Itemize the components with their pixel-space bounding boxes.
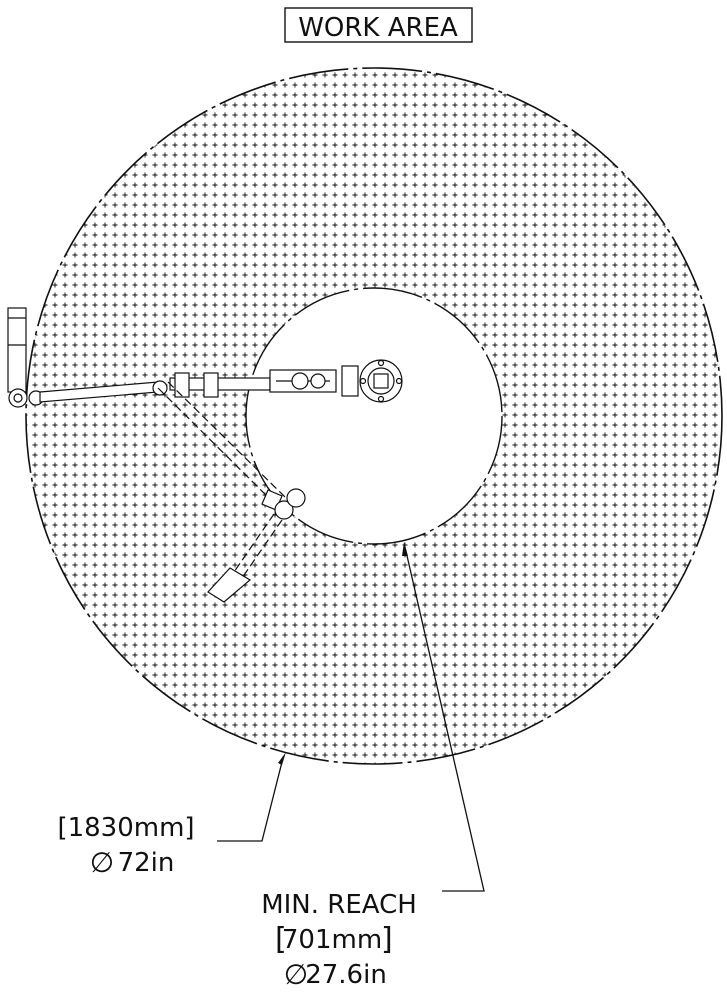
title-box	[284, 7, 473, 43]
min-reach-label: MIN. REACH	[261, 890, 417, 920]
outer-dimension-imperial: 72in	[118, 848, 175, 878]
min-reach-bracket-right: ]	[381, 922, 393, 957]
arm-extended	[7, 307, 403, 408]
arm-folded-parts	[207, 488, 306, 603]
min-reach-bracket-left: [	[275, 922, 287, 957]
inner-leader-arrowhead	[402, 542, 408, 556]
min-reach-imperial: 27.6in	[305, 960, 387, 990]
work-area-title: WORK AREA	[298, 13, 458, 43]
min-reach-metric: 701mm	[282, 925, 382, 955]
outer-diameter-symbol: ∅	[90, 846, 114, 879]
outer-dimension-metric: [1830mm]	[57, 813, 194, 843]
inner-dimension-leader	[404, 546, 485, 892]
outer-leader-arrowhead	[278, 752, 286, 765]
outer-reach-circle	[25, 67, 723, 765]
arm-folded	[157, 381, 287, 579]
min-reach-circle	[245, 287, 503, 545]
outer-dimension-leader	[217, 757, 284, 842]
min-reach-diameter-symbol: ∅	[284, 958, 308, 991]
